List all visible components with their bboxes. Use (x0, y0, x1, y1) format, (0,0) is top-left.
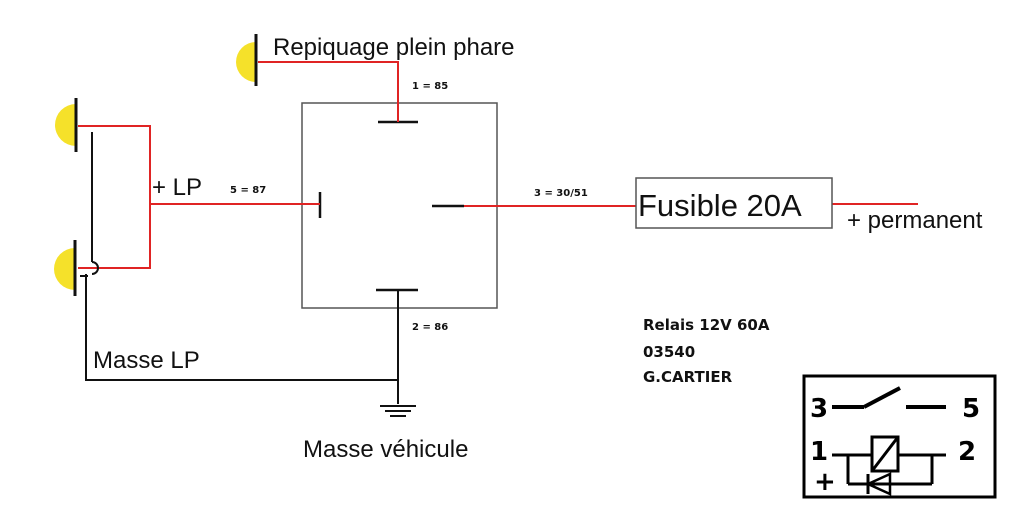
label-plus-lp: + LP (152, 174, 202, 201)
symbol-num-2: 2 (958, 437, 976, 467)
relay-symbol: 3 5 1 2 + (802, 374, 997, 499)
symbol-plus: + (814, 467, 836, 497)
relay-info-line3: G.CARTIER (643, 368, 733, 386)
fuse-label: Fusible 20A (638, 188, 802, 223)
pin-label-3: 3 = 30/51 (534, 188, 588, 199)
wire-masse-lp-bottom (85, 274, 398, 381)
relay-info-line1: Relais 12V 60A (643, 316, 770, 334)
pin-label-2: 2 = 86 (412, 322, 448, 333)
wire-lp-top (78, 125, 151, 269)
wire-repiquage (258, 61, 399, 122)
pin-label-5: 5 = 87 (230, 185, 266, 196)
ground-symbol (380, 405, 416, 417)
symbol-num-1: 1 (810, 437, 828, 467)
lamp-repiquage (236, 34, 258, 86)
label-repiquage: Repiquage plein phare (273, 34, 515, 61)
pin-label-1: 1 = 85 (412, 81, 448, 92)
wire-crossover (91, 261, 99, 275)
label-plus-permanent: + permanent (847, 207, 983, 234)
label-masse-lp: Masse LP (93, 347, 200, 374)
symbol-num-3: 3 (810, 394, 828, 424)
lamp-bottom-left (54, 240, 77, 296)
lamp-top-left (55, 98, 78, 152)
fuse-box (635, 177, 833, 229)
symbol-num-5: 5 (962, 394, 980, 424)
relay-info-line2: 03540 (643, 343, 695, 361)
label-masse-vehicule: Masse véhicule (303, 436, 468, 463)
